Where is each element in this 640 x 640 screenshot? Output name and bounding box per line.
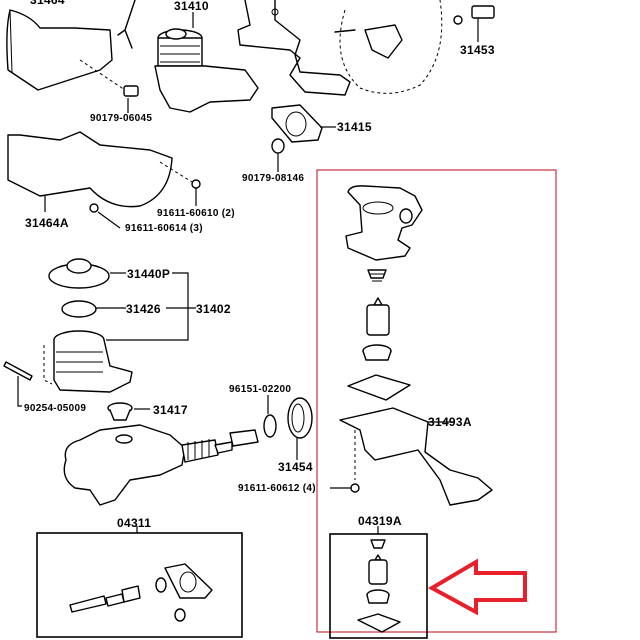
label-31453: 31453	[460, 43, 495, 57]
oring-96151-02200	[263, 395, 277, 438]
label-31454: 31454	[278, 460, 313, 474]
brake-booster	[334, 0, 443, 94]
label-04319A: 04319A	[358, 514, 402, 528]
label-31464A: 31464A	[25, 216, 69, 230]
fitting-cup	[362, 344, 392, 361]
fitting-plate	[347, 374, 411, 401]
cap-31440P	[48, 258, 126, 289]
bolt-90179-06045	[123, 85, 139, 113]
label-90254-05009: 90254-05009	[24, 403, 87, 414]
release-fitting	[345, 185, 423, 261]
label-31493A: 31493A	[428, 415, 472, 429]
gasket-31415	[271, 104, 336, 143]
pin-90254-05009	[3, 345, 53, 407]
label-31464: 31464	[30, 0, 65, 7]
leader-31402	[106, 272, 196, 341]
kit-04311	[36, 526, 243, 638]
label-31410: 31410	[174, 0, 209, 13]
shield-31464A	[7, 131, 201, 229]
label-31417: 31417	[153, 403, 188, 417]
bracket-top	[237, 0, 351, 96]
bracket-31493A	[330, 407, 493, 506]
label-31426: 31426	[126, 302, 161, 316]
label-91611-60610: 91611-60610 (2)	[157, 208, 235, 219]
label-04311: 04311	[117, 516, 152, 530]
fitting-piston	[366, 297, 390, 336]
nut-90179-08146	[271, 138, 285, 172]
boot-31454	[287, 397, 313, 460]
kit-04319A	[329, 526, 428, 639]
red-arrow-icon	[427, 558, 527, 616]
reservoir	[53, 330, 133, 393]
label-91611-60614: 91611-60614 (3)	[125, 223, 203, 234]
seal-31426	[61, 300, 126, 318]
label-31402: 31402	[196, 302, 231, 316]
master-cylinder-31410	[117, 0, 259, 113]
clip-31453	[453, 5, 495, 42]
highlight-box	[316, 169, 557, 633]
label-31415: 31415	[337, 120, 372, 134]
label-91611-60612: 91611-60612 (4)	[238, 483, 316, 494]
master-cylinder-body	[63, 424, 259, 506]
label-31440P: 31440P	[127, 267, 171, 281]
shield-31464	[6, 9, 126, 91]
label-90179-06045: 90179-06045	[90, 113, 153, 124]
fitting-seal	[367, 269, 387, 282]
label-96151-02200: 96151-02200	[229, 384, 292, 395]
label-90179-08146: 90179-08146	[242, 173, 305, 184]
grommet-31417	[107, 402, 150, 421]
